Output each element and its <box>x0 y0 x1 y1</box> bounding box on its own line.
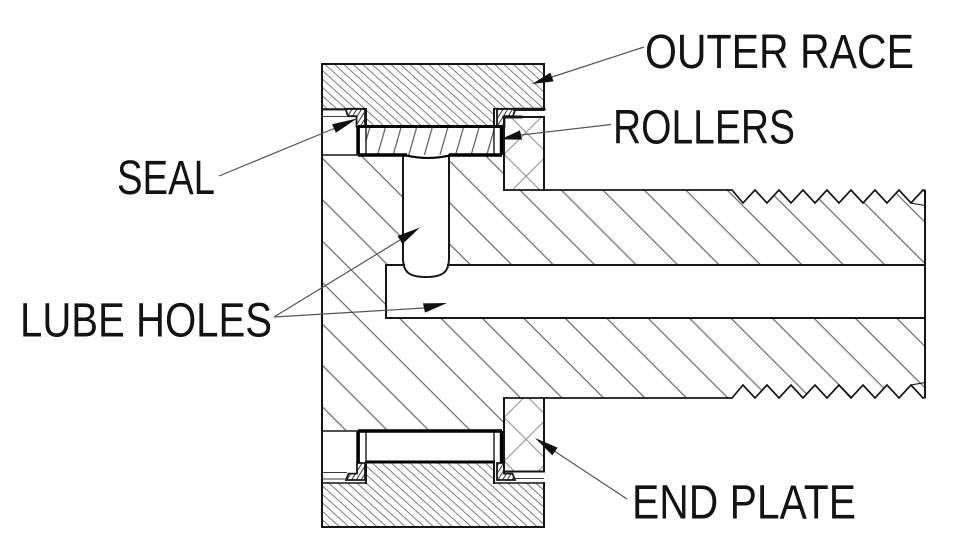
svg-text:ROLLERS: ROLLERS <box>613 102 795 155</box>
svg-text:OUTER RACE: OUTER RACE <box>645 26 914 79</box>
svg-text:SEAL: SEAL <box>117 152 215 205</box>
svg-text:LUBE HOLES: LUBE HOLES <box>20 295 272 348</box>
svg-text:END PLATE: END PLATE <box>632 477 856 530</box>
